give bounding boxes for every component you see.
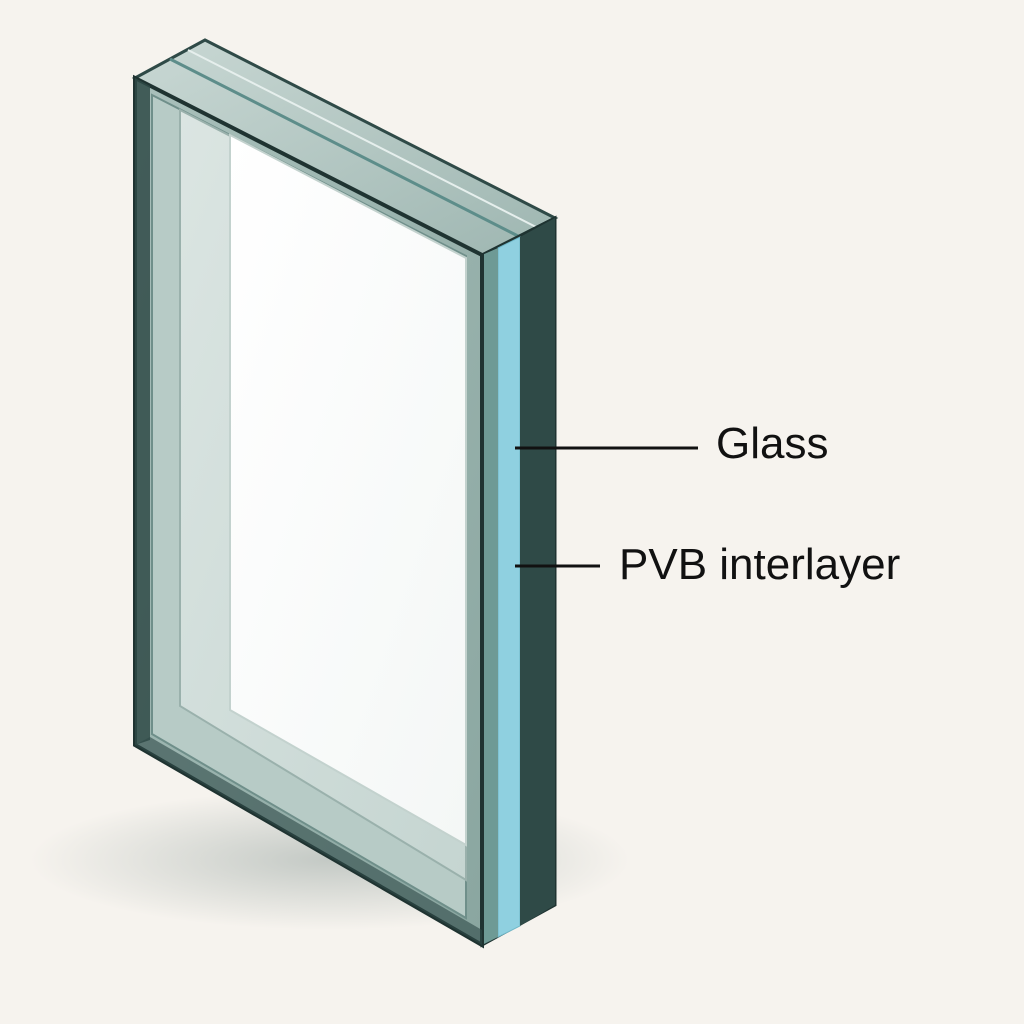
pvb-interlayer-strip xyxy=(497,236,521,938)
front-bottom-edge xyxy=(135,737,482,945)
side-glass-front xyxy=(482,248,498,945)
top-edge-interlayer-line xyxy=(169,57,519,238)
glass-pane-face xyxy=(229,133,467,847)
glass-label: Glass xyxy=(716,419,829,468)
top-edge-highlight xyxy=(187,49,537,228)
front-left-edge xyxy=(135,78,150,745)
pvb-interlayer-label: PVB interlayer xyxy=(619,540,901,589)
side-glass-back xyxy=(520,218,555,926)
